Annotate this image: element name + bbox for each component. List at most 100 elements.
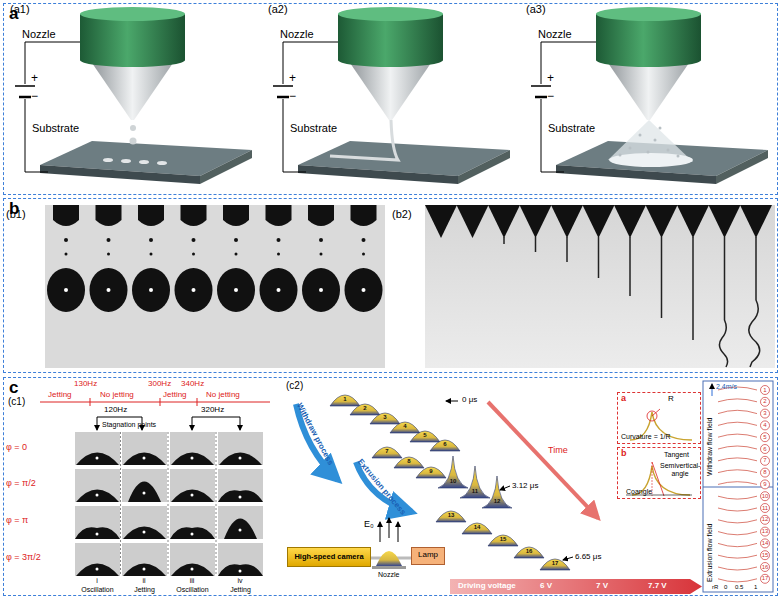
panel-c2-art <box>718 543 757 546</box>
panel-b-art <box>504 237 760 367</box>
figure-label: 300Hz <box>148 380 171 389</box>
figure-label: Nozzle <box>378 571 399 579</box>
panel-b-art <box>45 205 775 368</box>
panel-a-art <box>103 158 113 162</box>
figure-label: 11 <box>760 505 770 512</box>
figure-label: rR <box>712 584 718 591</box>
panel-c2-art <box>712 384 713 396</box>
figure-label: 0 μs <box>462 396 477 405</box>
panel-b-art <box>217 205 255 312</box>
panel-b-art <box>646 205 678 238</box>
figure-label: 11 <box>471 488 479 495</box>
panel-c2-art <box>416 467 446 478</box>
panel-a-art <box>121 159 131 163</box>
panel-c1-art <box>218 469 263 502</box>
panel-c2-art <box>376 551 402 566</box>
panel-c2-art <box>718 520 757 523</box>
panel-c2-art <box>761 504 770 513</box>
panel-c2-art <box>718 446 757 449</box>
figure-label: 120Hz <box>104 406 127 415</box>
panel-c1-art <box>170 432 215 465</box>
node-text: Semivertical-angle <box>660 462 700 477</box>
node-heading: Lamp <box>413 551 443 560</box>
panel-b-art <box>535 237 537 252</box>
panel-c2-art <box>563 557 573 560</box>
panel-a-art <box>15 7 252 184</box>
figure-label: 12 <box>493 498 501 505</box>
panel-c1-art <box>97 417 142 418</box>
panel-c2-art <box>460 466 490 498</box>
figure-label: 130Hz <box>74 380 97 389</box>
node-text: Tangent <box>664 451 689 459</box>
figure-label: Substrate <box>548 122 595 134</box>
panel-c1-art <box>75 506 120 539</box>
figure-label: Nozzle <box>280 28 314 40</box>
node-text: Coangle <box>626 488 652 496</box>
panel-c1-art <box>122 506 167 539</box>
figure-label: (a1) <box>10 3 30 15</box>
panel-b-art <box>132 205 170 312</box>
panel-c2-art <box>372 566 406 569</box>
panel-c2-art <box>718 508 757 511</box>
panel-c1-art <box>120 432 121 576</box>
figure-label: 10 <box>449 478 457 485</box>
camera-box: High-speed camera <box>287 547 371 567</box>
panel-c2-art <box>718 434 757 437</box>
panel-b-art <box>677 205 709 238</box>
panel-a-art <box>130 125 136 131</box>
panel-b-art <box>260 205 298 312</box>
figure-label: (a3) <box>526 3 546 15</box>
panel-a-art <box>677 155 680 158</box>
panel-c2-art <box>718 496 757 499</box>
figure-label: Stagnation points <box>102 421 156 429</box>
panel-c2-art <box>718 579 757 582</box>
figure-label: − <box>547 90 554 103</box>
panel-c1-art <box>197 398 198 406</box>
figure-label: φ = π/2 <box>6 479 36 489</box>
figure-label: 0.5 <box>735 584 743 591</box>
figure-label: 8 <box>405 458 413 465</box>
panel-c2-art <box>350 404 380 415</box>
figure-label: Nozzle <box>538 28 572 40</box>
panel-b-art <box>566 237 568 262</box>
figure-label: + <box>31 72 38 85</box>
panel-a-art <box>659 127 662 130</box>
figure-label: 13 <box>447 512 455 519</box>
panel-b-art <box>47 205 85 312</box>
panel-a-art <box>619 154 622 157</box>
figure-label: 17 <box>760 575 770 582</box>
figure-label: + <box>289 72 296 85</box>
panel-b-art <box>661 237 663 318</box>
panel-b-art <box>583 205 615 238</box>
panel-c1-art <box>75 543 120 576</box>
panel-c1-art <box>160 398 161 406</box>
figure-label: i <box>90 577 104 585</box>
node-heading: b <box>621 449 627 459</box>
figure-label: Oscillation <box>75 586 120 594</box>
panel-c2-art <box>390 422 420 433</box>
panel-c2-art <box>761 397 770 406</box>
panel-b-art <box>503 237 505 244</box>
panel-c1-art <box>121 432 217 576</box>
panel-c2-art <box>761 539 770 548</box>
figure-label: 10 <box>760 493 770 500</box>
figure-label: φ = 0 <box>6 443 27 453</box>
panel-c2-art <box>718 532 757 535</box>
panel-c1-art <box>216 432 217 576</box>
panel-c1-art <box>240 417 241 430</box>
figure-label: 4 <box>401 423 409 430</box>
figure-label: 14 <box>473 524 481 531</box>
panel-c2-art <box>761 515 770 524</box>
panel-a-art <box>15 7 768 184</box>
node-text: R <box>668 395 674 404</box>
figure-label: 320Hz <box>201 406 224 415</box>
panel-c2-art <box>761 480 770 489</box>
node-heading: c <box>9 379 18 398</box>
figure-label: 3.12 μs <box>512 482 538 491</box>
figure-label: 340Hz <box>181 380 204 389</box>
panel-c1-art <box>168 432 169 576</box>
figure-label: 2 <box>361 405 369 412</box>
panel-a-art <box>330 120 398 160</box>
panel-c2-art <box>488 402 598 518</box>
